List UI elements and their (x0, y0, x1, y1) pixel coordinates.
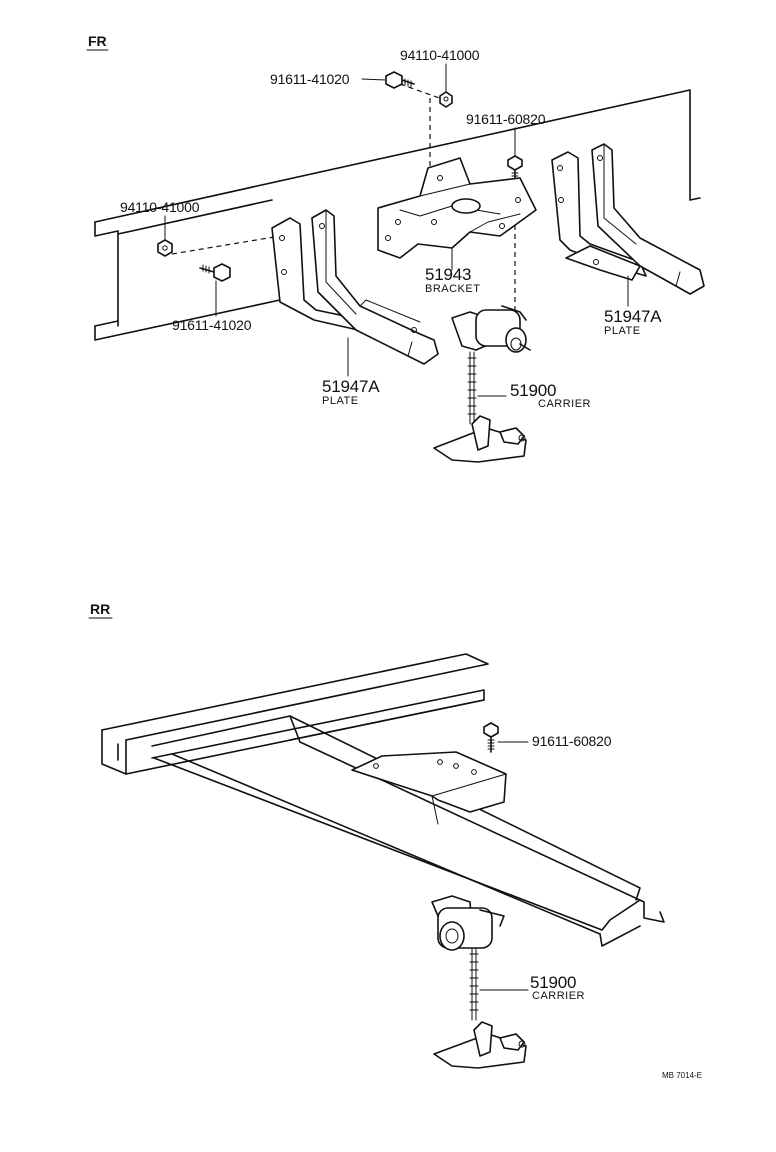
bracket-drawing (377, 157, 537, 259)
part-number-plate-left: 51947A (322, 377, 380, 396)
part-number-bracket: 51943 (425, 265, 471, 284)
part-number-carrier-front: 51900 (510, 381, 556, 400)
part-name-plate-left: PLATE (322, 395, 359, 407)
carrier-front-drawing (433, 305, 531, 463)
part-number-bolt-top: 91611-41020 (270, 71, 350, 87)
part-number-bolt-rear: 91611-60820 (532, 733, 612, 749)
front-dashed-guide-nut (399, 83, 446, 101)
bolt-left-icon (199, 263, 231, 282)
part-number-bolt-left: 91611-41020 (172, 317, 252, 333)
leader-bolt-top (361, 78, 387, 81)
nut-top-icon (439, 91, 453, 108)
part-name-plate-right: PLATE (604, 325, 641, 337)
part-name-bracket: BRACKET (425, 283, 480, 295)
plate-right-drawing (551, 143, 705, 295)
part-name-carrier-rear: CARRIER (532, 990, 585, 1002)
nut-left-icon (157, 239, 173, 257)
front-dashed-guide-left (171, 235, 281, 255)
part-number-nut-top: 94110-41000 (400, 47, 480, 63)
carrier-rear-drawing (431, 895, 527, 1069)
front-frame-rail (94, 89, 701, 341)
bolt-rear-icon (483, 722, 499, 753)
part-number-carrier-rear: 51900 (530, 973, 576, 992)
part-name-carrier-front: CARRIER (538, 398, 591, 410)
part-number-bolt-carrier: 91611-60820 (466, 111, 546, 127)
part-number-nut-left: 94110-41000 (120, 199, 200, 215)
rear-frame-structure (101, 653, 665, 947)
part-number-plate-right: 51947A (604, 307, 662, 326)
bolt-top-icon (385, 71, 415, 89)
drawing-code: MB 7014-E (662, 1071, 702, 1080)
section-label-fr: FR (88, 33, 107, 49)
plate-left-drawing (271, 209, 439, 365)
section-label-rr: RR (90, 601, 110, 617)
